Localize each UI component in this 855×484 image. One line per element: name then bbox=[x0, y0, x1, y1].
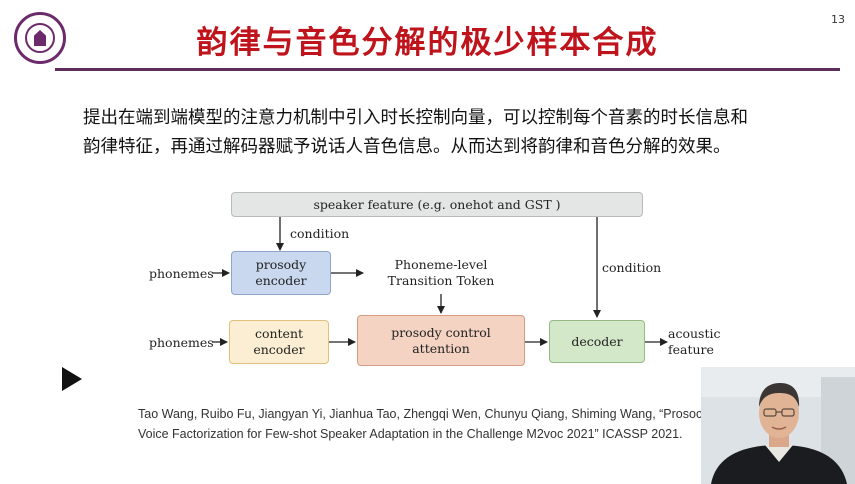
speaker-camera-feed bbox=[701, 367, 855, 484]
speaker-feature-label: speaker feature (e.g. onehot and GST ) bbox=[313, 196, 561, 212]
reference-line: Tao Wang, Ruibo Fu, Jiangyan Yi, Jianhua… bbox=[138, 407, 703, 421]
title-divider bbox=[55, 68, 840, 71]
content-encoder-line2: encoder bbox=[253, 342, 305, 357]
reference-citation: Tao Wang, Ruibo Fu, Jiangyan Yi, Jianhua… bbox=[138, 404, 702, 444]
decoder-label: decoder bbox=[571, 333, 623, 349]
prosody-encoder-box: prosody encoder bbox=[231, 251, 331, 295]
output-label: acoustic feature bbox=[668, 326, 720, 358]
content-encoder-box: content encoder bbox=[229, 320, 329, 364]
speaker-video-icon bbox=[701, 367, 855, 484]
content-encoder-line1: content bbox=[254, 326, 304, 341]
attention-box: prosody control attention bbox=[357, 315, 525, 366]
output-line2: feature bbox=[668, 342, 714, 357]
speaker-feature-box: speaker feature (e.g. onehot and GST ) bbox=[231, 192, 643, 217]
condition-label-right: condition bbox=[602, 260, 662, 275]
phonemes-label-top: phonemes bbox=[149, 266, 214, 281]
university-logo bbox=[14, 12, 66, 64]
page-number: 13 bbox=[831, 13, 845, 26]
play-icon bbox=[62, 367, 82, 391]
attention-line2: attention bbox=[412, 340, 470, 356]
reference-line: Voice Factorization for Few-shot Speaker… bbox=[138, 427, 683, 441]
logo-emblem bbox=[25, 23, 55, 53]
body-paragraph: 提出在端到端模型的注意力机制中引入时长控制向量，可以控制每个音素的时长信息和 韵… bbox=[83, 104, 828, 162]
body-line: 提出在端到端模型的注意力机制中引入时长控制向量，可以控制每个音素的时长信息和 bbox=[83, 108, 748, 128]
slide-title: 韵律与音色分解的极少样本合成 bbox=[196, 25, 659, 61]
transition-token-label: Phoneme-level Transition Token bbox=[380, 257, 502, 289]
prosody-encoder-line2: encoder bbox=[255, 273, 307, 288]
transition-token-line1: Phoneme-level bbox=[394, 257, 488, 272]
prosody-encoder-line1: prosody bbox=[255, 257, 307, 272]
logo-tower-icon bbox=[34, 30, 46, 46]
phonemes-label-bottom: phonemes bbox=[149, 335, 214, 350]
attention-line1: prosody control bbox=[391, 324, 491, 340]
body-line: 韵律特征，再通过解码器赋予说话人音色信息。从而达到将韵律和音色分解的效果。 bbox=[83, 137, 731, 157]
condition-label-left: condition bbox=[290, 226, 350, 241]
transition-token-line2: Transition Token bbox=[387, 273, 495, 288]
output-line1: acoustic bbox=[668, 326, 721, 341]
decoder-box: decoder bbox=[549, 320, 645, 363]
play-button[interactable] bbox=[47, 356, 97, 402]
